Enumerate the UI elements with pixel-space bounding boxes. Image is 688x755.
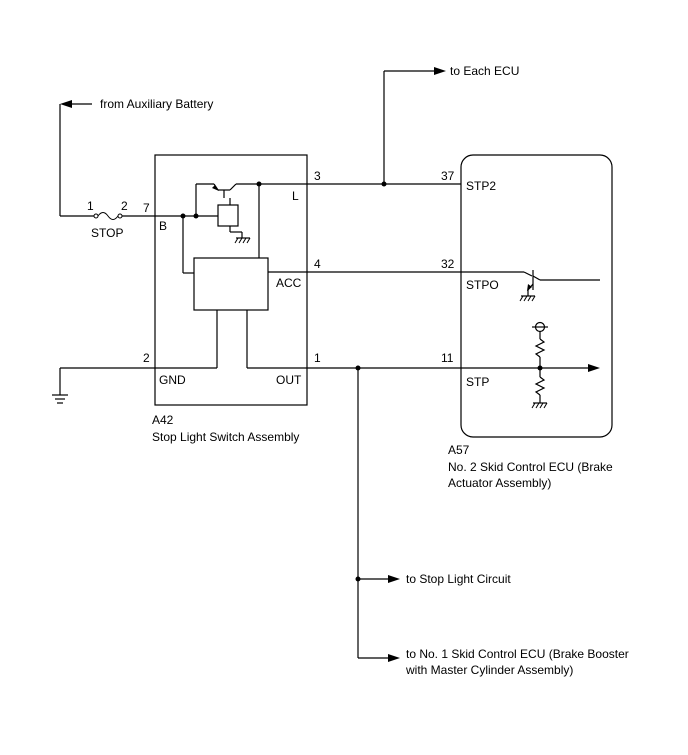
l-pin-number: 3	[314, 169, 321, 183]
acc-terminal-label: ACC	[276, 276, 302, 290]
fuse-pin-left: 1	[87, 199, 94, 213]
internal-ground-icon	[234, 237, 251, 244]
to-stop-light-circuit-label: to Stop Light Circuit	[406, 572, 511, 586]
ecu-code: A57	[448, 443, 470, 457]
stp2-pin-number: 37	[441, 169, 455, 183]
ecu-transistor-icon	[519, 270, 600, 302]
to-no1-ecu-label-line1: to No. 1 Skid Control ECU (Brake Booster	[406, 647, 629, 661]
ecu-name-line2: Actuator Assembly)	[448, 476, 551, 490]
from-aux-battery-label: from Auxiliary Battery	[100, 97, 213, 111]
stop-light-branch-wire	[355, 368, 400, 662]
ecu-name-line1: No. 2 Skid Control ECU (Brake	[448, 460, 613, 474]
to-no1-ecu-label-line2: with Master Cylinder Assembly)	[405, 663, 573, 677]
out-terminal-label: OUT	[276, 373, 302, 387]
stp2-terminal-label: STP2	[466, 179, 496, 193]
acc-pin-number: 4	[314, 257, 321, 271]
to-each-ecu-wire	[383, 67, 446, 184]
each-ecu-junction	[381, 181, 387, 187]
l-internal-wire	[256, 181, 262, 258]
chassis-ground-icon	[52, 394, 68, 404]
fuse-pin-right: 2	[121, 199, 128, 213]
switch-internal-circuit	[180, 183, 259, 274]
switch-assembly-name: Stop Light Switch Assembly	[152, 430, 299, 444]
stpo-pin-number: 32	[441, 257, 455, 271]
b-terminal-label: B	[159, 219, 167, 233]
stp-arrow-icon	[588, 364, 600, 372]
ecu-stp-bias-circuit	[531, 321, 548, 409]
stp-terminal-label: STP	[466, 375, 489, 389]
gnd-wire	[59, 310, 218, 395]
l-terminal-label: L	[292, 189, 299, 203]
ecu-box	[460, 154, 613, 438]
switch-assembly-code: A42	[152, 413, 174, 427]
switch-internal-module	[193, 257, 269, 311]
b-pin-number: 7	[143, 201, 150, 215]
out-pin-number: 1	[314, 351, 321, 365]
gnd-pin-number: 2	[143, 351, 150, 365]
to-each-ecu-label: to Each ECU	[450, 64, 519, 78]
gnd-terminal-label: GND	[159, 373, 186, 387]
aux-battery-wire	[59, 100, 94, 217]
stop-light-switch-box	[154, 154, 308, 406]
fuse-name: STOP	[91, 226, 123, 240]
stp-pin-number: 11	[441, 351, 454, 365]
stop-fuse-icon	[93, 212, 123, 220]
stpo-terminal-label: STPO	[466, 278, 499, 292]
